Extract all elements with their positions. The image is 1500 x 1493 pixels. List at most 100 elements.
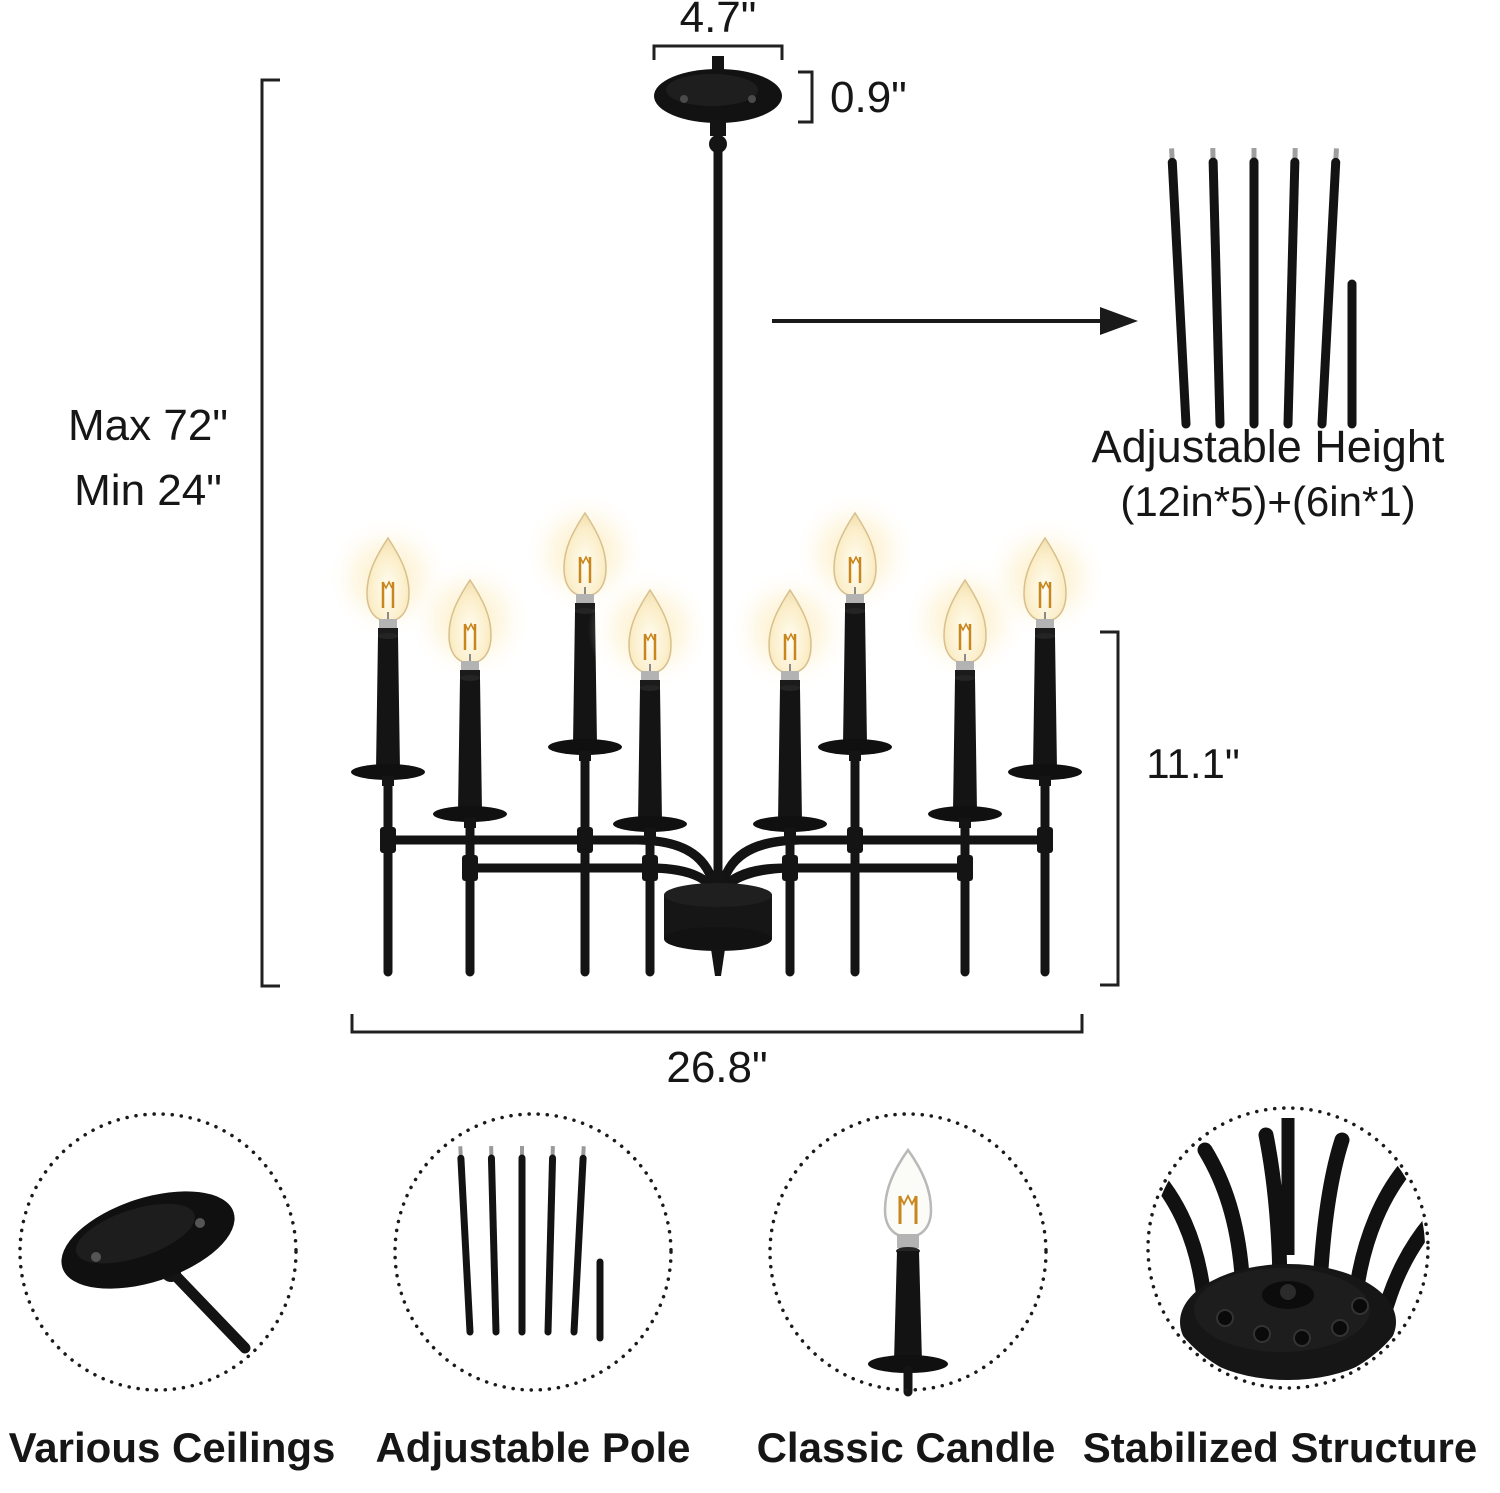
pointer-arrow xyxy=(772,307,1138,335)
arrow-head-icon xyxy=(1100,307,1138,335)
sleeve-1 xyxy=(380,827,396,853)
height-range-dim: Max 72" Min 24" xyxy=(68,78,280,988)
candle-2 xyxy=(406,556,534,830)
rod-2 xyxy=(1208,148,1225,429)
feature-ceilings: Various Ceilings xyxy=(9,1112,336,1471)
canopy xyxy=(654,56,782,153)
mini-rod xyxy=(457,1146,474,1336)
mini-rod xyxy=(544,1146,557,1336)
hub-arm xyxy=(1197,1142,1251,1300)
feature-pole-art xyxy=(457,1146,604,1342)
feature-structure-label: Stabilized Structure xyxy=(1083,1424,1477,1471)
rod-3 xyxy=(1249,148,1259,429)
feature-pole-label: Adjustable Pole xyxy=(375,1424,690,1471)
canopy-stem xyxy=(712,56,724,72)
hub-dome-highlight xyxy=(1194,1268,1370,1352)
rod-body xyxy=(1167,157,1191,429)
candle-4 xyxy=(586,566,714,840)
rod-body xyxy=(1317,157,1341,429)
bolt-icon xyxy=(1216,1309,1234,1327)
bobeche xyxy=(868,1355,948,1373)
hub-finial xyxy=(711,949,725,976)
dotted-circle-border xyxy=(393,1112,673,1392)
hub-top xyxy=(664,883,772,907)
hub-cap-nut xyxy=(1280,1284,1296,1300)
dotted-circle-border xyxy=(1146,1106,1430,1390)
filament-zigzag xyxy=(899,1193,917,1207)
candle-sleeve xyxy=(894,1251,922,1362)
sleeve-7 xyxy=(957,855,973,881)
feature-candle: Classic Candle xyxy=(757,1112,1056,1471)
filament-icon xyxy=(898,1196,918,1224)
hub-arm xyxy=(1312,1132,1350,1293)
canopy-height-bracket xyxy=(798,70,814,124)
bolt-icon xyxy=(1253,1325,1271,1343)
rod-body xyxy=(570,1154,587,1336)
canopy-width-dim: 4.7" xyxy=(652,0,784,60)
screw-icon xyxy=(91,1252,101,1262)
bolt-icon xyxy=(1351,1297,1369,1315)
sleeve-5 xyxy=(782,855,798,881)
dotted-circle-border xyxy=(768,1112,1048,1392)
arm-sleeves xyxy=(380,827,1053,881)
adjustable-height-title: Adjustable Height xyxy=(1092,421,1445,472)
rod-body xyxy=(1208,157,1225,429)
canopy-highlight xyxy=(666,74,758,106)
hub-arm xyxy=(1151,1160,1213,1318)
feature-candle-art xyxy=(868,1147,948,1397)
candle-height-bracket xyxy=(1100,630,1120,987)
candle-height-value: 11.1" xyxy=(1146,740,1240,787)
canopy-height-dim: 0.9" xyxy=(798,70,907,124)
canopy-closeup-highlight xyxy=(75,1203,195,1264)
rod-kit xyxy=(1167,148,1357,429)
bolt-icon xyxy=(1331,1319,1349,1337)
fixture-width-bracket xyxy=(350,1014,1084,1034)
mini-rod xyxy=(487,1146,500,1336)
max-drop-value: Max 72" xyxy=(68,401,228,450)
candle-height-dim: 11.1" xyxy=(1100,630,1240,987)
screw-icon xyxy=(195,1218,205,1228)
feature-pole: Adjustable Pole xyxy=(375,1112,691,1471)
height-range-bracket xyxy=(260,78,280,988)
rod-1 xyxy=(1167,148,1191,429)
clear-bulb-icon xyxy=(883,1147,933,1239)
mini-rod xyxy=(570,1146,587,1336)
sleeve-8 xyxy=(1037,827,1053,853)
canopy-height-value: 0.9" xyxy=(830,73,907,122)
rod-body xyxy=(1283,157,1300,429)
fixture-width-value: 26.8" xyxy=(666,1043,767,1092)
sleeve-2 xyxy=(462,855,478,881)
canopy-width-bracket xyxy=(652,44,784,60)
fixture-width-dim: 26.8" xyxy=(350,1014,1084,1092)
rod-body xyxy=(487,1154,500,1336)
rod-4 xyxy=(1283,148,1300,429)
canopy-width-value: 4.7" xyxy=(680,0,757,42)
canopy-collar xyxy=(710,120,726,136)
sleeve-6 xyxy=(847,827,863,853)
rod-tip-icon xyxy=(1251,148,1257,162)
drop-rods xyxy=(383,746,1050,977)
feature-structure-art xyxy=(1151,1118,1425,1380)
adjustable-height-label: Adjustable Height (12in*5)+(6in*1) xyxy=(1092,421,1445,525)
feature-candle-label: Classic Candle xyxy=(757,1424,1056,1471)
rod-tip-icon xyxy=(520,1146,524,1158)
dotted-circle-border xyxy=(18,1112,298,1392)
min-drop-value: Min 24" xyxy=(74,466,222,515)
sleeve-3 xyxy=(577,827,593,853)
mini-rod xyxy=(518,1146,526,1336)
socket-ring xyxy=(897,1234,919,1248)
feature-structure: Stabilized Structure xyxy=(1083,1106,1477,1471)
feature-ceilings-art xyxy=(61,1191,251,1354)
canopy-screw-right xyxy=(748,95,756,103)
feature-ceilings-label: Various Ceilings xyxy=(9,1424,336,1471)
hub xyxy=(664,874,772,976)
sleeve-4 xyxy=(642,855,658,881)
adjustable-height-detail: (12in*5)+(6in*1) xyxy=(1120,478,1415,525)
canopy-screw-left xyxy=(680,95,688,103)
chandelier xyxy=(324,489,1109,977)
rod-5 xyxy=(1317,148,1341,429)
rod-body xyxy=(544,1154,557,1336)
bolt-icon xyxy=(1293,1329,1311,1347)
